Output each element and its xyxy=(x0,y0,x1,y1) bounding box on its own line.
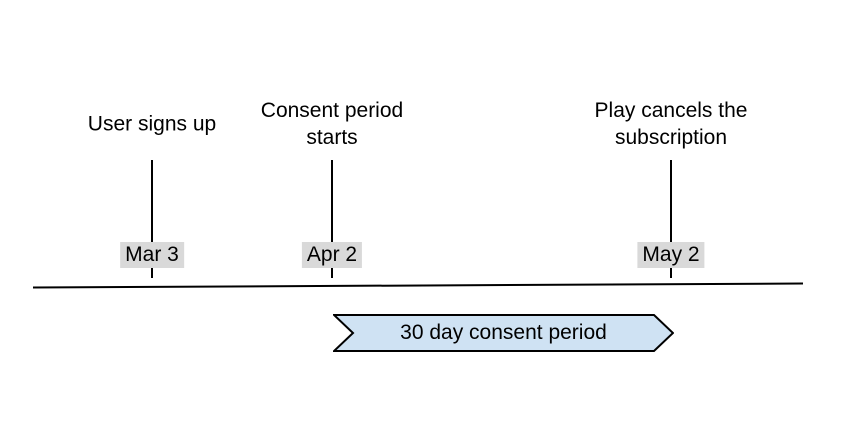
ribbon-arrow-shape xyxy=(333,314,674,352)
consent-period-banner: 30 day consent period xyxy=(333,314,674,352)
event-tick-line xyxy=(670,160,672,278)
event-date-badge: May 2 xyxy=(637,242,705,268)
event-date-badge: Mar 3 xyxy=(120,242,184,268)
event-tick-line xyxy=(331,160,333,278)
event-tick-line xyxy=(151,160,153,278)
event-label: User signs up xyxy=(87,112,217,136)
event-date-badge: Apr 2 xyxy=(301,242,363,268)
event-label: Play cancels the subscription xyxy=(594,99,748,149)
event-label: Consent period starts xyxy=(260,99,404,149)
banner-label: 30 day consent period xyxy=(400,321,607,344)
